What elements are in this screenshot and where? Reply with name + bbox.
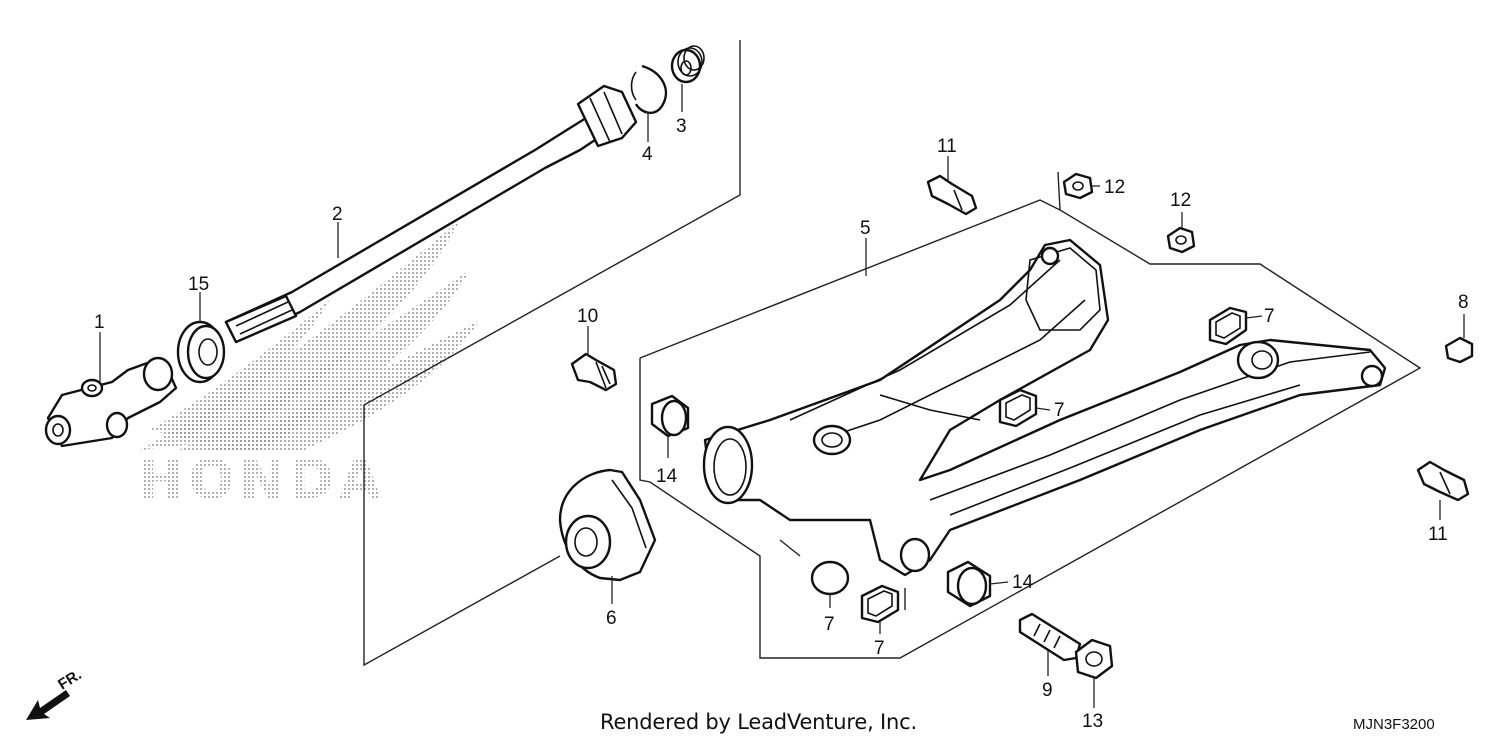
cap-lower[interactable] — [860, 584, 900, 624]
callout-3: 3 — [676, 116, 687, 137]
diagram-code: MJN3F3200 — [1353, 716, 1435, 733]
callout-14-left: 14 — [656, 466, 678, 487]
callout-7-round: 7 — [824, 614, 835, 635]
lock-nut[interactable] — [1074, 638, 1114, 680]
cap-round-lower[interactable] — [810, 560, 850, 596]
callout-4: 4 — [642, 144, 653, 165]
honda-wing-logo — [140, 220, 480, 452]
callout-15: 15 — [188, 274, 209, 295]
footer-credit: Rendered by LeadVenture, Inc. — [600, 710, 917, 734]
bushing-right[interactable] — [946, 560, 992, 608]
callout-1: 1 — [94, 312, 105, 333]
callout-12-right: 12 — [1170, 190, 1191, 211]
callout-7-upper-right: 7 — [1264, 306, 1275, 327]
small-bolt[interactable] — [1444, 336, 1474, 364]
callout-13: 13 — [1082, 711, 1103, 732]
bolt-upper[interactable] — [926, 174, 978, 216]
stud-bolt[interactable] — [1018, 612, 1082, 662]
callouts: 1 15 2 4 3 5 10 14 6 11 12 12 7 7 7 7 14… — [94, 116, 1469, 732]
callout-5: 5 — [860, 218, 871, 239]
snap-ring[interactable] — [630, 64, 668, 114]
callout-7-center: 7 — [1054, 400, 1065, 421]
leader-lines — [99, 84, 1465, 708]
callout-2: 2 — [332, 204, 343, 225]
oil-seal[interactable] — [176, 320, 226, 384]
cap-center[interactable] — [998, 388, 1038, 428]
nut-upper[interactable] — [1062, 172, 1094, 200]
callout-8: 8 — [1458, 292, 1469, 313]
callout-6: 6 — [606, 608, 617, 629]
honda-watermark-text: HONDA — [138, 448, 386, 511]
callout-9: 9 — [1042, 680, 1053, 701]
callout-7-lower: 7 — [874, 638, 885, 659]
bushing-left[interactable] — [650, 394, 690, 438]
callout-14-right: 14 — [1012, 572, 1034, 593]
swingarm[interactable] — [702, 238, 1387, 577]
callout-11-lower: 11 — [1428, 524, 1448, 545]
assembly-boundary-lines — [363, 40, 1422, 667]
spring[interactable] — [670, 45, 705, 84]
cap-upper-right[interactable] — [1208, 306, 1248, 346]
drive-shaft[interactable] — [224, 84, 638, 344]
front-arrow-icon: FR. — [26, 666, 85, 720]
nut-right[interactable] — [1166, 226, 1196, 254]
callout-10: 10 — [577, 306, 598, 327]
callout-12-upper: 12 — [1104, 177, 1125, 198]
bolt-lower-right[interactable] — [1416, 460, 1470, 502]
pivot-bolt-left[interactable] — [570, 352, 618, 392]
front-label: FR. — [55, 666, 85, 693]
pivot-cap[interactable] — [558, 468, 657, 582]
callout-11-upper: 11 — [937, 136, 957, 157]
universal-joint[interactable] — [44, 356, 178, 448]
